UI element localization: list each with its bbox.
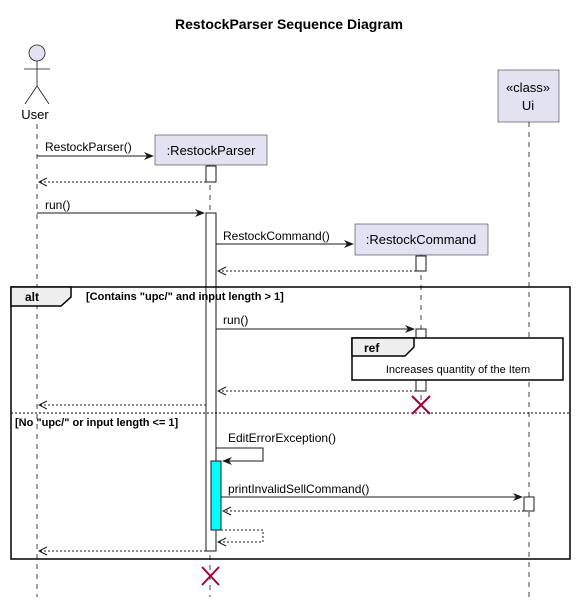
message-run-label: run() <box>45 198 70 212</box>
message-editerror-label: EditErrorException() <box>228 431 336 445</box>
participant-user-label: User <box>21 107 49 122</box>
participant-restockcommand-label: :RestockCommand <box>366 232 477 247</box>
activation-parser-exception <box>210 460 222 531</box>
message-command-run-label: run() <box>223 313 248 327</box>
alt-keyword: alt <box>25 290 39 304</box>
participant-ui-stereotype: «class» <box>506 80 550 95</box>
activation-parser-constructor <box>205 165 217 183</box>
user-actor-icon <box>24 44 50 105</box>
diagram-title: RestockParser Sequence Diagram <box>175 16 403 32</box>
participant-restockcommand-box <box>354 223 489 256</box>
activation-command-constructor <box>415 255 427 272</box>
message-print-label: printInvalidSellCommand() <box>228 482 369 496</box>
return-editerror-arrow <box>218 529 264 542</box>
ref-frame-tab <box>351 337 415 357</box>
participant-restockparser-box <box>154 134 268 166</box>
alt-guard-2: [No "upc/" or input length <= 1] <box>15 417 179 429</box>
alt-frame-tab <box>10 286 72 307</box>
participant-ui-label: Ui <box>522 98 534 113</box>
activation-ui-print <box>523 496 535 512</box>
alt-frame <box>10 286 571 560</box>
message-restockcommand-label: RestockCommand() <box>223 229 330 243</box>
message-editerror-arrow <box>216 447 264 465</box>
destroy-restockcommand-mark <box>411 395 431 415</box>
destroy-restockparser-mark <box>201 566 220 586</box>
participant-ui-box <box>497 69 560 123</box>
participant-restockparser-label: :RestockParser <box>167 143 257 158</box>
activation-parser-run <box>205 212 217 552</box>
ref-text: Increases quantity of the Item <box>386 364 530 376</box>
alt-guard-1: [Contains "upc/" and input length > 1] <box>86 291 284 303</box>
message-restockparser-label: RestockParser() <box>45 140 132 154</box>
ref-keyword: ref <box>364 341 380 355</box>
